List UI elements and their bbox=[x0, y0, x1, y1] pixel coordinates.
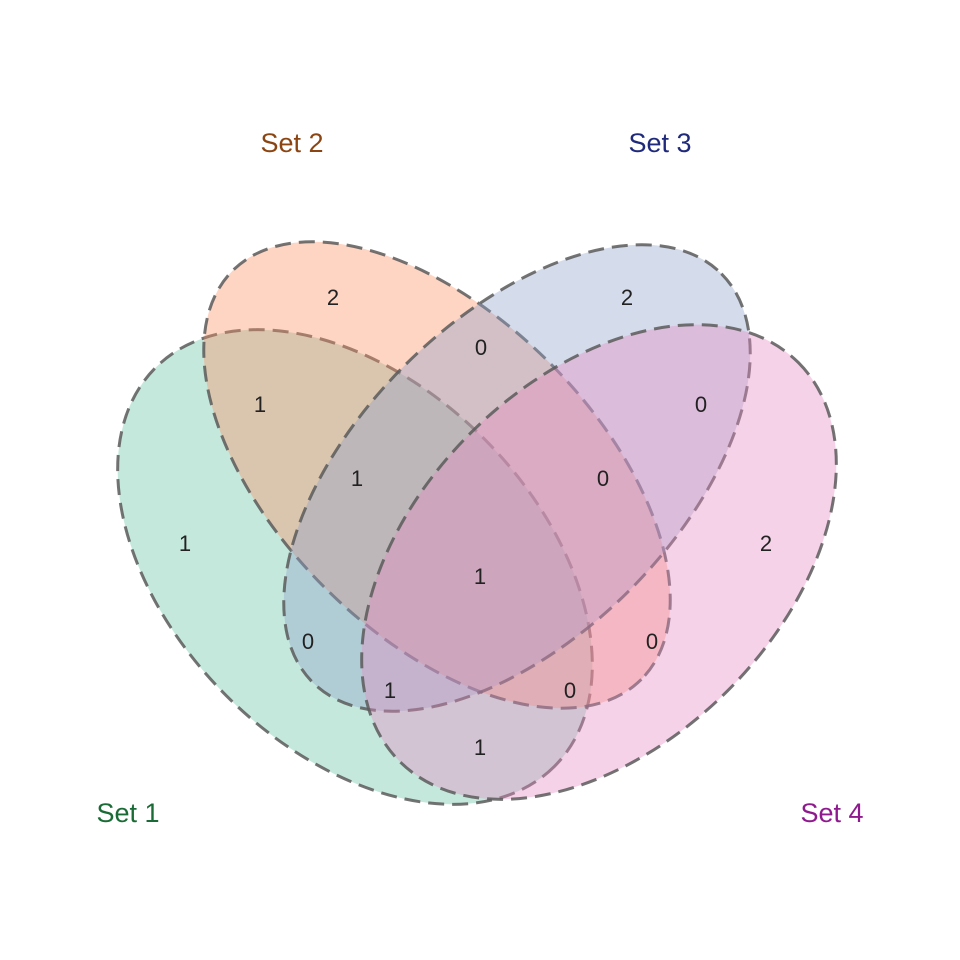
region-count-set2-set3: 0 bbox=[475, 335, 487, 360]
set-2-label: Set 2 bbox=[260, 128, 323, 158]
region-count-set1-set2-set3: 1 bbox=[351, 466, 363, 491]
region-count-set4-only: 2 bbox=[760, 531, 772, 556]
region-counts: 1 2 2 2 1 0 0 1 0 1 0 0 1 0 1 bbox=[179, 285, 772, 760]
region-count-set1-set2-set4: 0 bbox=[564, 678, 576, 703]
set-4-ellipse bbox=[360, 323, 838, 801]
region-count-set1-set3-set4: 1 bbox=[384, 678, 396, 703]
set-ellipses bbox=[116, 240, 838, 806]
set-labels: Set 1 Set 2 Set 3 Set 4 bbox=[96, 128, 863, 828]
region-count-set2-set3-set4: 0 bbox=[597, 466, 609, 491]
region-count-set1-set4: 1 bbox=[474, 735, 486, 760]
region-count-set1-only: 1 bbox=[179, 531, 191, 556]
region-count-set1-set2: 1 bbox=[254, 392, 266, 417]
region-count-set2-only: 2 bbox=[327, 285, 339, 310]
set-1-label: Set 1 bbox=[96, 798, 159, 828]
set-4-label: Set 4 bbox=[800, 798, 863, 828]
region-count-set3-only: 2 bbox=[621, 285, 633, 310]
region-count-set2-set4: 0 bbox=[646, 629, 658, 654]
region-count-all-sets: 1 bbox=[474, 564, 486, 589]
set-3-ellipse bbox=[282, 243, 752, 713]
set-1-ellipse bbox=[116, 328, 594, 806]
set-3-label: Set 3 bbox=[628, 128, 691, 158]
region-count-set1-set3: 0 bbox=[302, 629, 314, 654]
set-2-ellipse bbox=[202, 240, 672, 710]
region-count-set3-set4: 0 bbox=[695, 392, 707, 417]
